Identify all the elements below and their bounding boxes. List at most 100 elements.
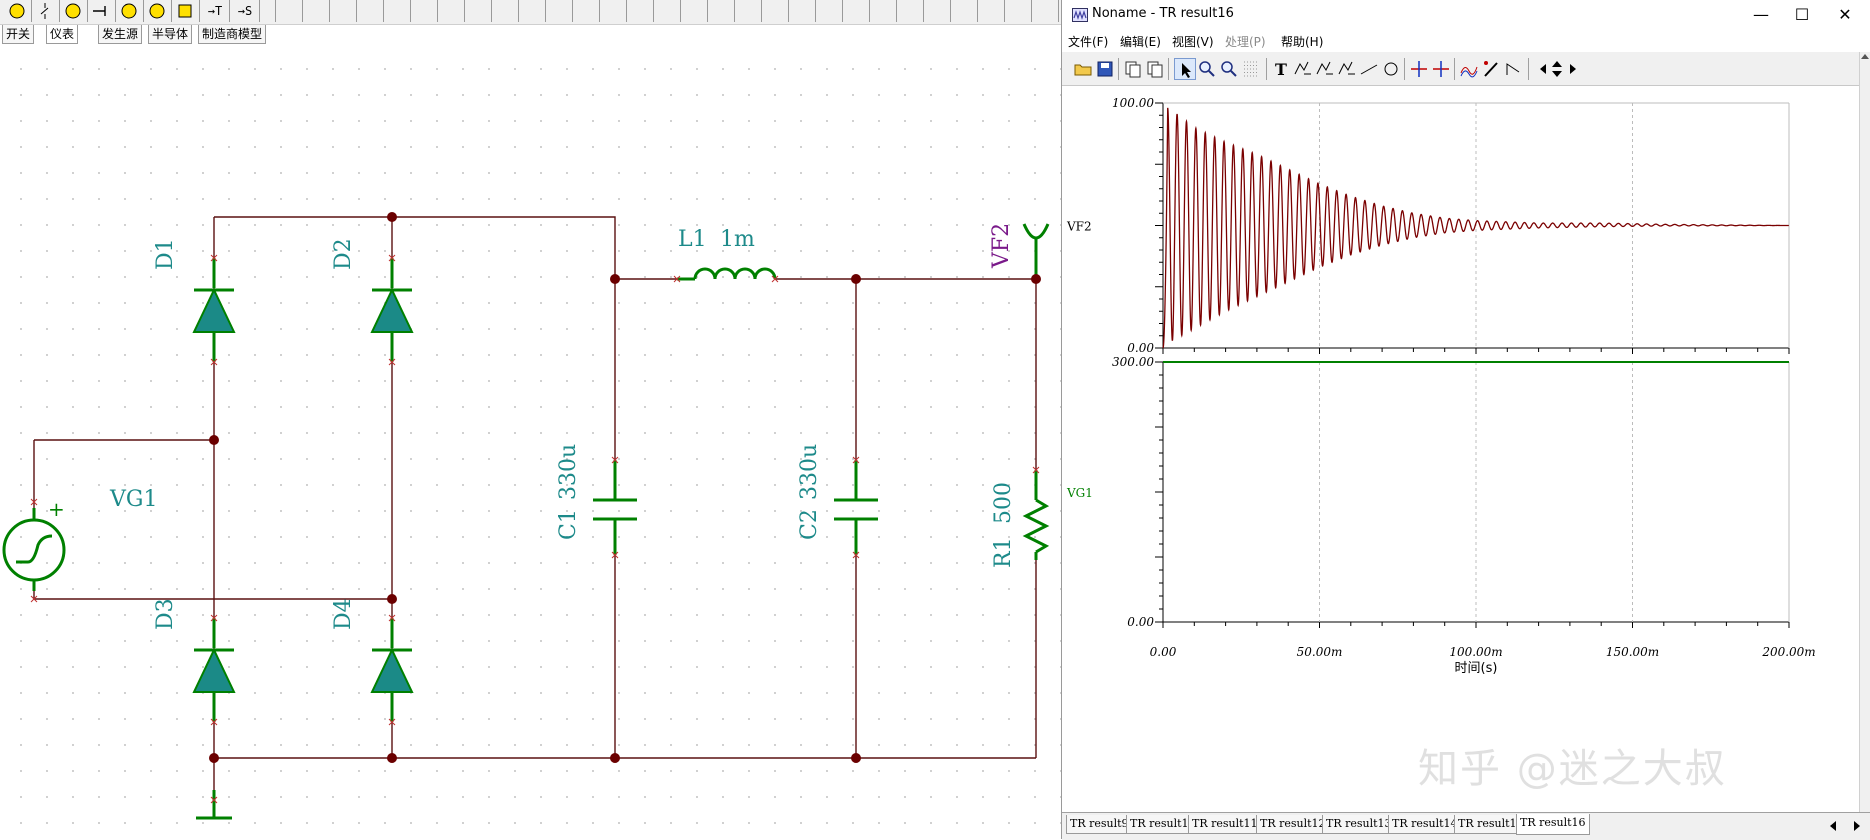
text-icon[interactable]: T: [1270, 58, 1292, 80]
angle-icon[interactable]: [1502, 58, 1524, 80]
minimize-button[interactable]: —: [1753, 5, 1769, 24]
trigger-t-icon[interactable]: →T: [207, 4, 223, 18]
toolbar-separator: [329, 0, 330, 22]
arrow-updown-icon[interactable]: [1546, 58, 1568, 80]
close-button[interactable]: ✕: [1838, 5, 1852, 24]
pin-marker: [388, 358, 396, 366]
diode-d2[interactable]: [370, 258, 414, 362]
toolbar-separator: [410, 0, 411, 22]
result-tab[interactable]: TR result12: [1256, 815, 1330, 834]
pin-marker: [1032, 466, 1040, 474]
toolbar-separator: [229, 0, 230, 22]
cursor-b-icon[interactable]: [1314, 58, 1336, 80]
open-icon[interactable]: [1072, 58, 1094, 80]
curve-icon[interactable]: [1336, 58, 1358, 80]
vertical-scrollbar[interactable]: [1859, 52, 1870, 812]
result-tab[interactable]: TR result14: [1388, 815, 1462, 834]
menu-item[interactable]: 帮助(H): [1281, 35, 1324, 49]
ammeter-icon[interactable]: [60, 0, 86, 22]
trigger-s-icon[interactable]: →S: [237, 4, 253, 18]
toolbar-separator: [896, 0, 897, 22]
component-tab[interactable]: 半导体: [148, 25, 193, 44]
zoom-fit-icon[interactable]: [1218, 58, 1240, 80]
series-label-vg1: VG1: [1066, 486, 1093, 500]
menu-bar: 文件(F) 编辑(E) 视图(V) 处理(P) 帮助(H): [1062, 30, 1870, 52]
pointer-icon[interactable]: [1174, 58, 1196, 80]
lamp-meter-icon[interactable]: [144, 0, 170, 22]
lamp-icon[interactable]: [116, 0, 142, 22]
zoom-in-icon[interactable]: [1196, 58, 1218, 80]
result-tab[interactable]: TR result16: [1516, 814, 1590, 835]
grid-icon[interactable]: [1240, 58, 1262, 80]
marker-a-icon[interactable]: [1408, 58, 1430, 80]
toolbar-separator: [815, 0, 816, 22]
marker-b-icon[interactable]: [1430, 58, 1452, 80]
pin-marker: [852, 456, 860, 464]
speaker-icon[interactable]: [172, 0, 198, 22]
voltage-source-vg1[interactable]: [2, 508, 66, 591]
pin-marker: [388, 718, 396, 726]
line-icon[interactable]: [1358, 58, 1380, 80]
copy-icon[interactable]: [1122, 58, 1144, 80]
voltmeter-icon[interactable]: [4, 0, 30, 22]
pen-icon[interactable]: [1480, 58, 1502, 80]
result-tab[interactable]: TR result11: [1188, 815, 1262, 834]
save-icon[interactable]: [1094, 58, 1116, 80]
menu-item[interactable]: 视图(V): [1172, 35, 1214, 49]
diode-label: D2: [331, 238, 356, 270]
cursor-a-icon[interactable]: [1292, 58, 1314, 80]
diode-d4[interactable]: [370, 618, 414, 722]
diode-d3[interactable]: [192, 618, 236, 722]
paste-icon[interactable]: [1144, 58, 1166, 80]
component-tab[interactable]: 发生源: [98, 25, 143, 44]
component-tab[interactable]: 开关: [2, 25, 35, 44]
inductor-value-label: 1m: [720, 227, 755, 252]
pin-marker: [210, 614, 218, 622]
probe-icon[interactable]: [88, 0, 114, 22]
diode-d1[interactable]: [192, 258, 236, 362]
arrow-right-icon[interactable]: [1562, 58, 1584, 80]
arrow-left-icon[interactable]: [1532, 58, 1554, 80]
menu-item[interactable]: 文件(F): [1068, 35, 1109, 49]
fft-icon[interactable]: [1458, 58, 1480, 80]
toolbar-separator: [383, 0, 384, 22]
x-tick-label: 0.00: [1150, 645, 1177, 659]
result-tab[interactable]: TR result13: [1322, 815, 1396, 834]
switch-icon[interactable]: [32, 0, 58, 22]
menu-item[interactable]: 编辑(E): [1120, 35, 1161, 49]
result-tab[interactable]: TR result15: [1454, 815, 1528, 834]
toolbar-separator: [115, 0, 116, 22]
lamp-icon-glyph: [121, 3, 137, 19]
scroll-up-arrow[interactable]: [1860, 52, 1870, 92]
source-label: VG1: [109, 487, 157, 512]
capacitor-c2[interactable]: [834, 460, 878, 555]
maximize-button[interactable]: ☐: [1794, 5, 1810, 24]
toolbar-separator: [1454, 58, 1455, 80]
toolbar-separator: [707, 0, 708, 22]
inductor-name-label: L1: [678, 227, 707, 252]
lamp-meter-icon-glyph: [149, 3, 165, 19]
pin-marker: [852, 551, 860, 559]
toolbar-separator: [518, 0, 519, 22]
resistor-r1[interactable]: [1022, 470, 1050, 560]
toolbar-separator: [275, 0, 276, 22]
inductor-l1[interactable]: [677, 267, 777, 281]
voltage-probe-vf2[interactable]: [1022, 223, 1050, 279]
component-tab[interactable]: 制造商模型: [198, 25, 267, 44]
capacitor-c1[interactable]: [593, 460, 637, 555]
result-tab[interactable]: TR result9: [1066, 815, 1133, 834]
circle-icon[interactable]: [1380, 58, 1402, 80]
diode-label: D3: [153, 598, 178, 630]
tab-scroll-arrows[interactable]: [1826, 819, 1866, 833]
toolbar-separator: [464, 0, 465, 22]
component-tab[interactable]: 仪表: [46, 25, 79, 44]
menu-item[interactable]: 处理(P): [1225, 35, 1266, 49]
toolbar-separator: [143, 0, 144, 22]
title-bar[interactable]: Noname - TR result16 — ☐ ✕: [1062, 0, 1870, 30]
wire-top-to-c1: [392, 216, 616, 279]
